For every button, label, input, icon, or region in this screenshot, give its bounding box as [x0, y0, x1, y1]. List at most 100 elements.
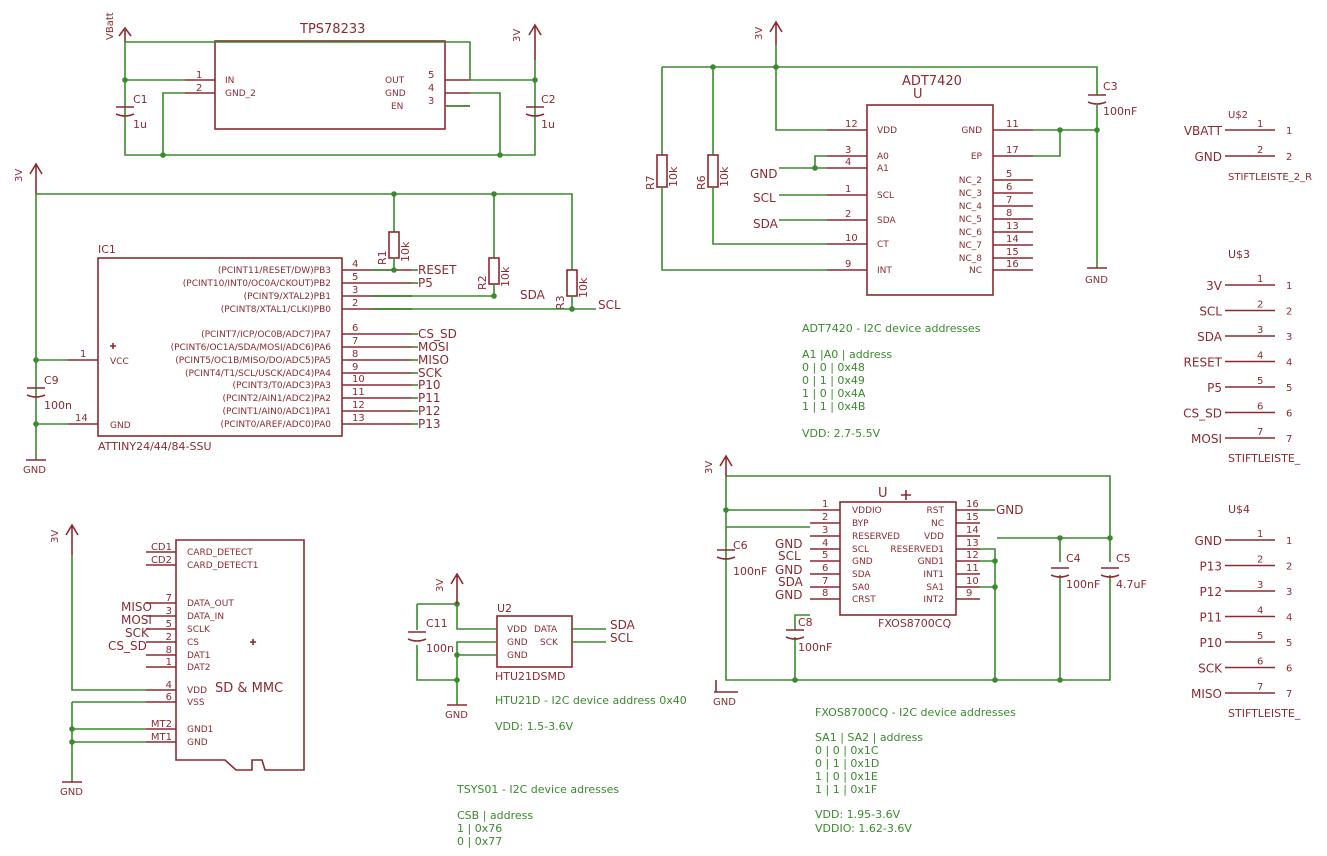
header-net: P10 — [1199, 636, 1222, 650]
fxos-pin-label: SA0 — [852, 583, 870, 593]
adt-pin-label: SDA — [877, 216, 896, 226]
mcu-pin-label: (PCINT5/OC1B/MISO/DO/ADC5)PA5 — [175, 356, 331, 366]
header-net: SCK — [1198, 662, 1223, 676]
mcu-net-label: P12 — [418, 404, 441, 418]
fxos-pins: VDDIO1BYP2RESERVED3SCL4GND5SDA6SA07CRST8… — [810, 499, 980, 605]
adt-pin-label: NC_7 — [959, 241, 982, 251]
c3-val: 100nF — [1103, 105, 1137, 118]
sd-pin-label: DATA_IN — [187, 612, 224, 622]
r2-val: 10k — [499, 266, 512, 287]
adt-pin-label: NC_5 — [959, 215, 982, 225]
fxos-section: U FXOS8700CQ VDDIO1BYP2RESERVED3SCL4GND5… — [704, 454, 1147, 835]
mcu-ref: IC1 — [98, 243, 116, 256]
note-line: VDDIO: 1.62-3.6V — [815, 822, 912, 835]
header-pin-num: 2 — [1286, 152, 1292, 163]
mcu-pin-label: (PCINT8/XTAL1/CLKI)PB0 — [221, 305, 332, 315]
adt-pin-label: NC_3 — [959, 189, 982, 199]
r6-symbol — [707, 154, 719, 188]
r7-symbol — [656, 154, 668, 188]
header-pin-num: 5 — [1286, 638, 1292, 649]
adt7420-section: ADT7420 U VDD12A03A14SCL1SDA2CT10INT9GND… — [644, 20, 1137, 440]
mcu-pin-label: (PCINT0/AREF/ADC0)PA0 — [220, 420, 331, 430]
sd-pin-number: 8 — [166, 645, 172, 656]
supply-3v-icon — [719, 454, 733, 476]
fxos-pin-label: SCL — [852, 545, 869, 555]
htu-pin-vdd: VDD — [507, 625, 527, 635]
header-value: STIFTLEISTE_ — [1228, 452, 1301, 465]
vbatt-label: VBatt — [105, 12, 116, 40]
header-pin-num: 4 — [1286, 613, 1292, 624]
mcu-pin-number: 3 — [352, 285, 358, 296]
sd-pin-number: CD1 — [151, 542, 172, 553]
note-line: 1 | 1 | 0x4B — [802, 400, 865, 413]
mcu-pin-number: 7 — [352, 336, 358, 347]
net-gnd-fxos-7: GND — [775, 588, 803, 602]
c9-val: 100n — [44, 399, 72, 412]
c5-symbol — [1100, 567, 1120, 578]
fxos-pin-number: 1 — [822, 499, 828, 510]
c8-ref: C8 — [798, 616, 813, 629]
header-net: P5 — [1207, 381, 1222, 395]
adt-pin-number: 5 — [1006, 169, 1012, 180]
adt-pin-label: A0 — [877, 152, 889, 162]
fxos-pin-label: INT1 — [923, 570, 944, 580]
header-pin-num: 3 — [1257, 325, 1263, 336]
mcu-pin-number: 8 — [352, 349, 358, 360]
mcu-pin-label: (PCINT1/AIN0/ADC1)PA1 — [222, 407, 331, 417]
htu-pin-data: DATA — [534, 625, 558, 635]
htu-value: HTU21DSMD — [495, 670, 565, 683]
header-value: STIFTLEISTE_ — [1228, 707, 1301, 720]
adt-pin-label: GND — [961, 126, 982, 136]
header-pin-num: 3 — [1286, 332, 1292, 343]
supply-3v-label-fxos: 3V — [704, 461, 715, 474]
fxos-pin-number: 6 — [822, 563, 828, 574]
reg-pin-en: EN — [391, 102, 403, 112]
reg-num-1: 1 — [196, 70, 202, 81]
htu-pin-sck: SCK — [540, 638, 559, 648]
header-ref: U$3 — [1228, 248, 1250, 261]
fxos-pin-number: 7 — [822, 576, 828, 587]
mcu-pin-label: (PCINT4/T1/SCL/USCK/ADC4)PA4 — [185, 369, 331, 379]
mcu-net-label: SCK — [418, 366, 443, 380]
note-line: SA1 | SA2 | address — [815, 731, 923, 744]
header-pin-num: 1 — [1257, 274, 1263, 285]
fxos-pin-number: 4 — [822, 538, 828, 549]
header-value: STIFTLEISTE_2_R — [1228, 172, 1312, 183]
sd-name: SD & MMC — [215, 681, 283, 696]
c6-ref: C6 — [733, 539, 748, 552]
sd-pin-label: CARD_DETECT1 — [187, 561, 258, 571]
adt-pin-number: 7 — [1006, 195, 1012, 206]
r6-ref: R6 — [695, 175, 708, 190]
htu-pin-gnd: GND — [507, 638, 528, 648]
note-line: VDD: 1.95-3.6V — [815, 808, 901, 821]
adt-pin-label: NC_6 — [959, 228, 983, 238]
sd-pin-number: 5 — [166, 619, 172, 630]
net-gnd-fxos-3: GND — [775, 537, 803, 551]
sd-pin-label: GND1 — [187, 725, 213, 735]
net-mosi-sd: MOSI — [121, 613, 152, 627]
mcu-pin-number: 9 — [352, 362, 358, 373]
adt-pin-label: NC_4 — [959, 202, 983, 212]
mcu-net-label: P5 — [418, 276, 433, 290]
net-sda-mcu: SDA — [520, 288, 546, 302]
c11-val: 100n — [426, 642, 454, 655]
mcu-pin-number: 2 — [352, 298, 358, 309]
fxos-part: U — [878, 486, 888, 501]
note-line: 1 | 0x76 — [457, 822, 502, 835]
adt-pin-number: 3 — [845, 145, 851, 156]
header-pin-num: 1 — [1257, 529, 1263, 540]
header-pin-num: 7 — [1257, 427, 1263, 438]
r6-val: 10k — [718, 166, 731, 187]
c11-ref: C11 — [426, 617, 448, 630]
adt-pin-label: CT — [877, 240, 889, 250]
mcu-pin-gnd: GND — [110, 421, 131, 431]
reg-pin-in: IN — [225, 76, 234, 86]
adt-pin-number: 17 — [1006, 145, 1019, 156]
c3-symbol — [1087, 94, 1107, 105]
r1-ref: R1 — [376, 250, 389, 265]
header-pin-num: 1 — [1257, 119, 1263, 130]
fxos-pin-number: 13 — [966, 538, 979, 549]
